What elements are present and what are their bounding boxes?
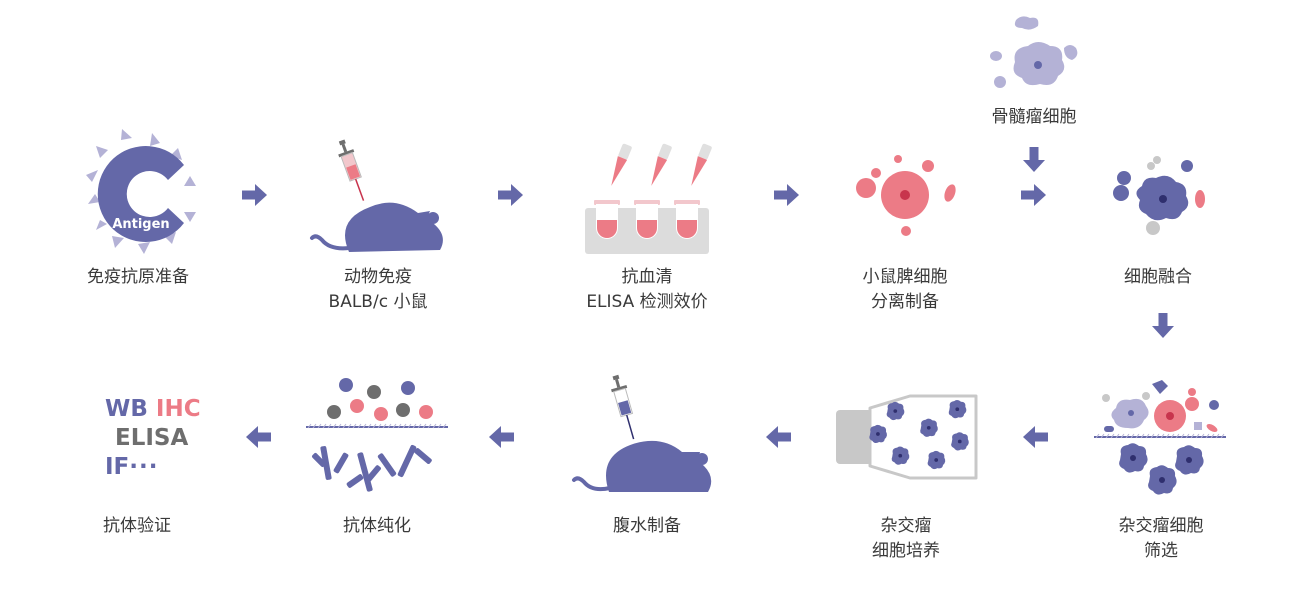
arrow-1 xyxy=(242,184,267,206)
arrow-8 xyxy=(246,426,271,448)
antigen-text: Antigen xyxy=(112,217,169,232)
culture-flask-illustration xyxy=(836,394,978,480)
arrow-3 xyxy=(774,184,799,206)
spleen-cells-illustration xyxy=(856,155,956,236)
label-immunization: 动物免疫 BALB/c 小鼠 xyxy=(328,267,428,312)
applications-block: WB IHC ELISA IF··· xyxy=(105,395,201,482)
label-myeloma: 骨髓瘤细胞 xyxy=(991,107,1077,127)
label-hybridoma-screening: 杂交瘤细胞 筛选 xyxy=(1118,516,1204,561)
app-elisa: ELISA xyxy=(115,425,189,451)
app-ellipsis: ··· xyxy=(129,454,159,480)
mouse-syringe-illustration xyxy=(310,139,443,252)
antigen-illustration: Antigen xyxy=(86,129,196,254)
label-antigen-prep: 免疫抗原准备 xyxy=(87,267,189,287)
app-if: IF xyxy=(105,454,130,480)
label-antiserum: 抗血清 ELISA 检测效价 xyxy=(586,267,708,312)
arrow-2 xyxy=(498,184,523,206)
label-spleen-cells: 小鼠脾细胞 分离制备 xyxy=(862,267,948,312)
label-purification: 抗体纯化 xyxy=(343,516,411,536)
label-cell-fusion: 细胞融合 xyxy=(1124,267,1192,287)
test-tubes-illustration xyxy=(585,143,713,254)
arrow-6 xyxy=(766,426,791,448)
app-wb: WB xyxy=(105,396,148,422)
label-ascites: 腹水制备 xyxy=(613,516,681,536)
arrow-7 xyxy=(489,426,514,448)
app-ihc: IHC xyxy=(155,396,201,422)
label-validation: 抗体验证 xyxy=(103,516,171,536)
arrow-myeloma-down xyxy=(1023,147,1045,172)
purification-illustration xyxy=(306,378,448,492)
arrow-fusion-down xyxy=(1152,313,1174,338)
ascites-mouse-illustration xyxy=(572,374,712,492)
label-hybridoma-culture: 杂交瘤 细胞培养 xyxy=(872,516,940,561)
arrow-5 xyxy=(1023,426,1048,448)
hybridoma-screening-illustration xyxy=(1094,380,1226,495)
myeloma-cells-illustration xyxy=(990,16,1078,88)
cell-fusion-illustration xyxy=(1113,156,1205,235)
arrow-4 xyxy=(1021,184,1046,206)
